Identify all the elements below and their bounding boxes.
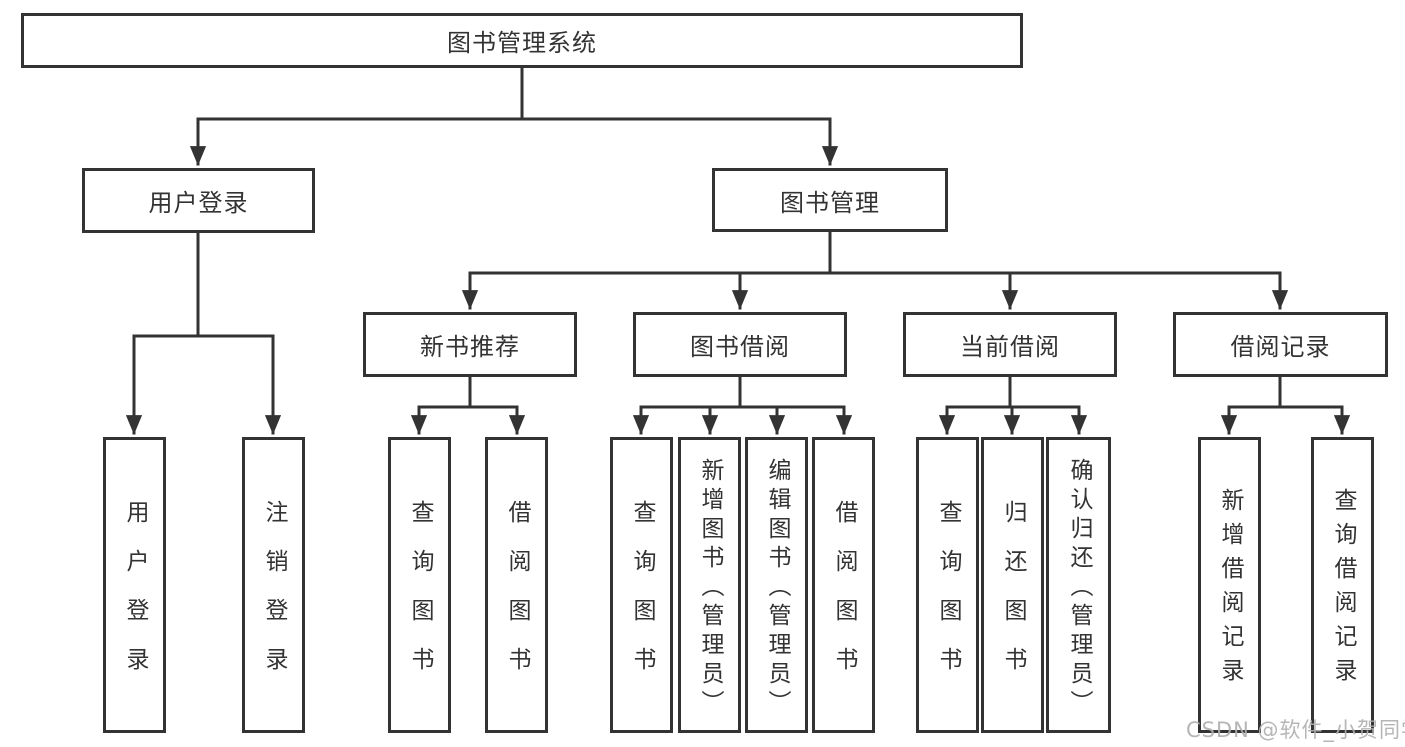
node-label: 新书推荐 [420,333,520,361]
node-label: 图书借阅 [690,333,790,361]
node-borrow-records: 借阅记录 [1173,312,1388,377]
node-label: 归还图书 [1000,500,1026,696]
node-label: 查询借阅记录 [1330,488,1356,692]
node-label: 注销登录 [261,500,287,696]
node-label: 新增图书（管理员） [697,457,723,719]
leaf-return-book: 归还图书 [981,437,1044,733]
watermark: CSDN @软件_小贺同学 [1186,718,1405,742]
node-label: 查询图书 [407,500,433,696]
node-book-borrow: 图书借阅 [633,312,847,377]
leaf-query-book-recommend: 查询图书 [388,437,451,733]
leaf-borrow-book: 借阅图书 [812,437,875,733]
node-book-management: 图书管理 [712,168,948,232]
leaf-query-borrow-record: 查询借阅记录 [1311,437,1374,733]
leaf-logout: 注销登录 [242,437,305,733]
node-label: 用户登录 [122,500,148,696]
node-label: 编辑图书（管理员） [764,457,790,719]
node-label: 查询图书 [629,500,655,696]
leaf-add-book-admin: 新增图书（管理员） [678,437,741,733]
node-new-book-recommend: 新书推荐 [363,312,577,377]
node-label: 图书管理系统 [447,29,597,57]
leaf-add-borrow-record: 新增借阅记录 [1198,437,1261,733]
node-label: 查询图书 [935,500,961,696]
leaf-borrow-book-recommend: 借阅图书 [485,437,548,733]
node-label: 图书管理 [780,188,880,217]
node-label: 借阅图书 [831,500,857,696]
node-user-login: 用户登录 [82,168,315,233]
node-label: 借阅记录 [1230,333,1331,361]
node-label: 借阅图书 [504,500,530,696]
node-label: 当前借阅 [960,333,1060,361]
leaf-query-book-current: 查询图书 [916,437,979,733]
node-label: 用户登录 [148,189,249,217]
leaf-query-book-borrow: 查询图书 [610,437,673,733]
node-current-borrow: 当前借阅 [903,312,1117,377]
leaf-user-login: 用户登录 [103,437,166,733]
leaf-confirm-return-admin: 确认归还（管理员） [1046,437,1111,733]
node-label: 新增借阅记录 [1217,488,1243,692]
node-label: 确认归还（管理员） [1066,457,1092,719]
leaf-edit-book-admin: 编辑图书（管理员） [745,437,808,733]
node-root-library-system: 图书管理系统 [21,13,1023,68]
